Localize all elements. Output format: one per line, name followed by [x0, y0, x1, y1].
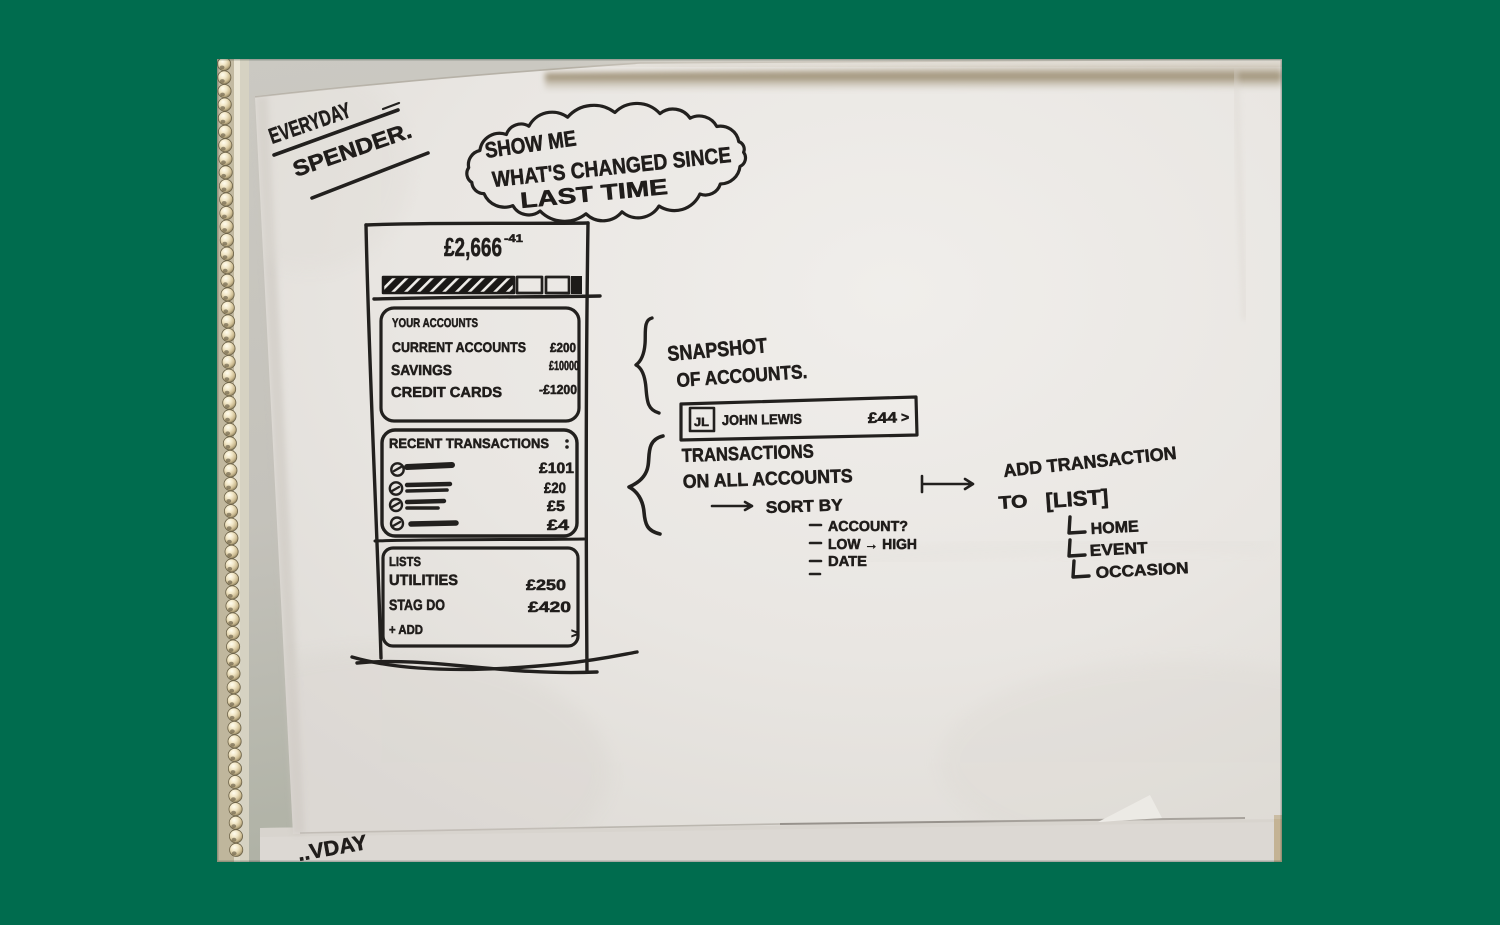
svg-text:[LIST]: [LIST] [1045, 486, 1109, 513]
svg-text:TO: TO [998, 491, 1028, 513]
svg-text:UTILITIES: UTILITIES [389, 572, 458, 589]
svg-text:£44: £44 [868, 409, 898, 427]
svg-text:CURRENT ACCOUNTS: CURRENT ACCOUNTS [392, 339, 526, 355]
svg-text:SORT BY: SORT BY [766, 496, 844, 517]
svg-text:£4: £4 [547, 517, 570, 534]
svg-text:ACCOUNT?: ACCOUNT? [828, 519, 908, 535]
svg-text:HOME: HOME [1090, 518, 1139, 538]
svg-text:£200: £200 [550, 340, 576, 355]
svg-text:YOUR ACCOUNTS: YOUR ACCOUNTS [392, 316, 478, 330]
svg-text:>: > [571, 625, 579, 641]
svg-text:>: > [901, 409, 909, 425]
svg-text:CREDIT CARDS: CREDIT CARDS [391, 385, 502, 401]
svg-text:£250: £250 [526, 577, 566, 594]
svg-text:OCCASION: OCCASION [1095, 560, 1189, 582]
svg-text:LOW → HIGH: LOW → HIGH [828, 537, 917, 553]
svg-text:RECENT TRANSACTIONS: RECENT TRANSACTIONS [389, 436, 549, 451]
svg-text:SAVINGS: SAVINGS [391, 363, 452, 379]
svg-text:+ ADD: + ADD [389, 622, 423, 637]
svg-text:LISTS: LISTS [389, 554, 421, 569]
svg-text:DATE: DATE [828, 554, 867, 570]
svg-text:STAG DO: STAG DO [389, 597, 445, 614]
svg-text:£20: £20 [544, 480, 566, 497]
svg-text:..VDAY: ..VDAY [296, 831, 369, 866]
svg-text:£2,666: £2,666 [444, 232, 502, 262]
svg-text:-41: -41 [504, 233, 523, 245]
svg-text:£10000: £10000 [549, 358, 579, 373]
svg-text:EVENT: EVENT [1089, 540, 1148, 560]
svg-text:TRANSACTIONS: TRANSACTIONS [681, 441, 814, 467]
svg-text:£420: £420 [528, 599, 571, 616]
svg-text:ON ALL ACCOUNTS: ON ALL ACCOUNTS [682, 466, 853, 493]
svg-text:£101: £101 [539, 460, 574, 477]
svg-text:£5: £5 [547, 498, 565, 515]
svg-text:-£1200: -£1200 [539, 382, 577, 397]
svg-text:JL: JL [694, 415, 709, 429]
svg-text:JOHN LEWIS: JOHN LEWIS [722, 411, 802, 428]
